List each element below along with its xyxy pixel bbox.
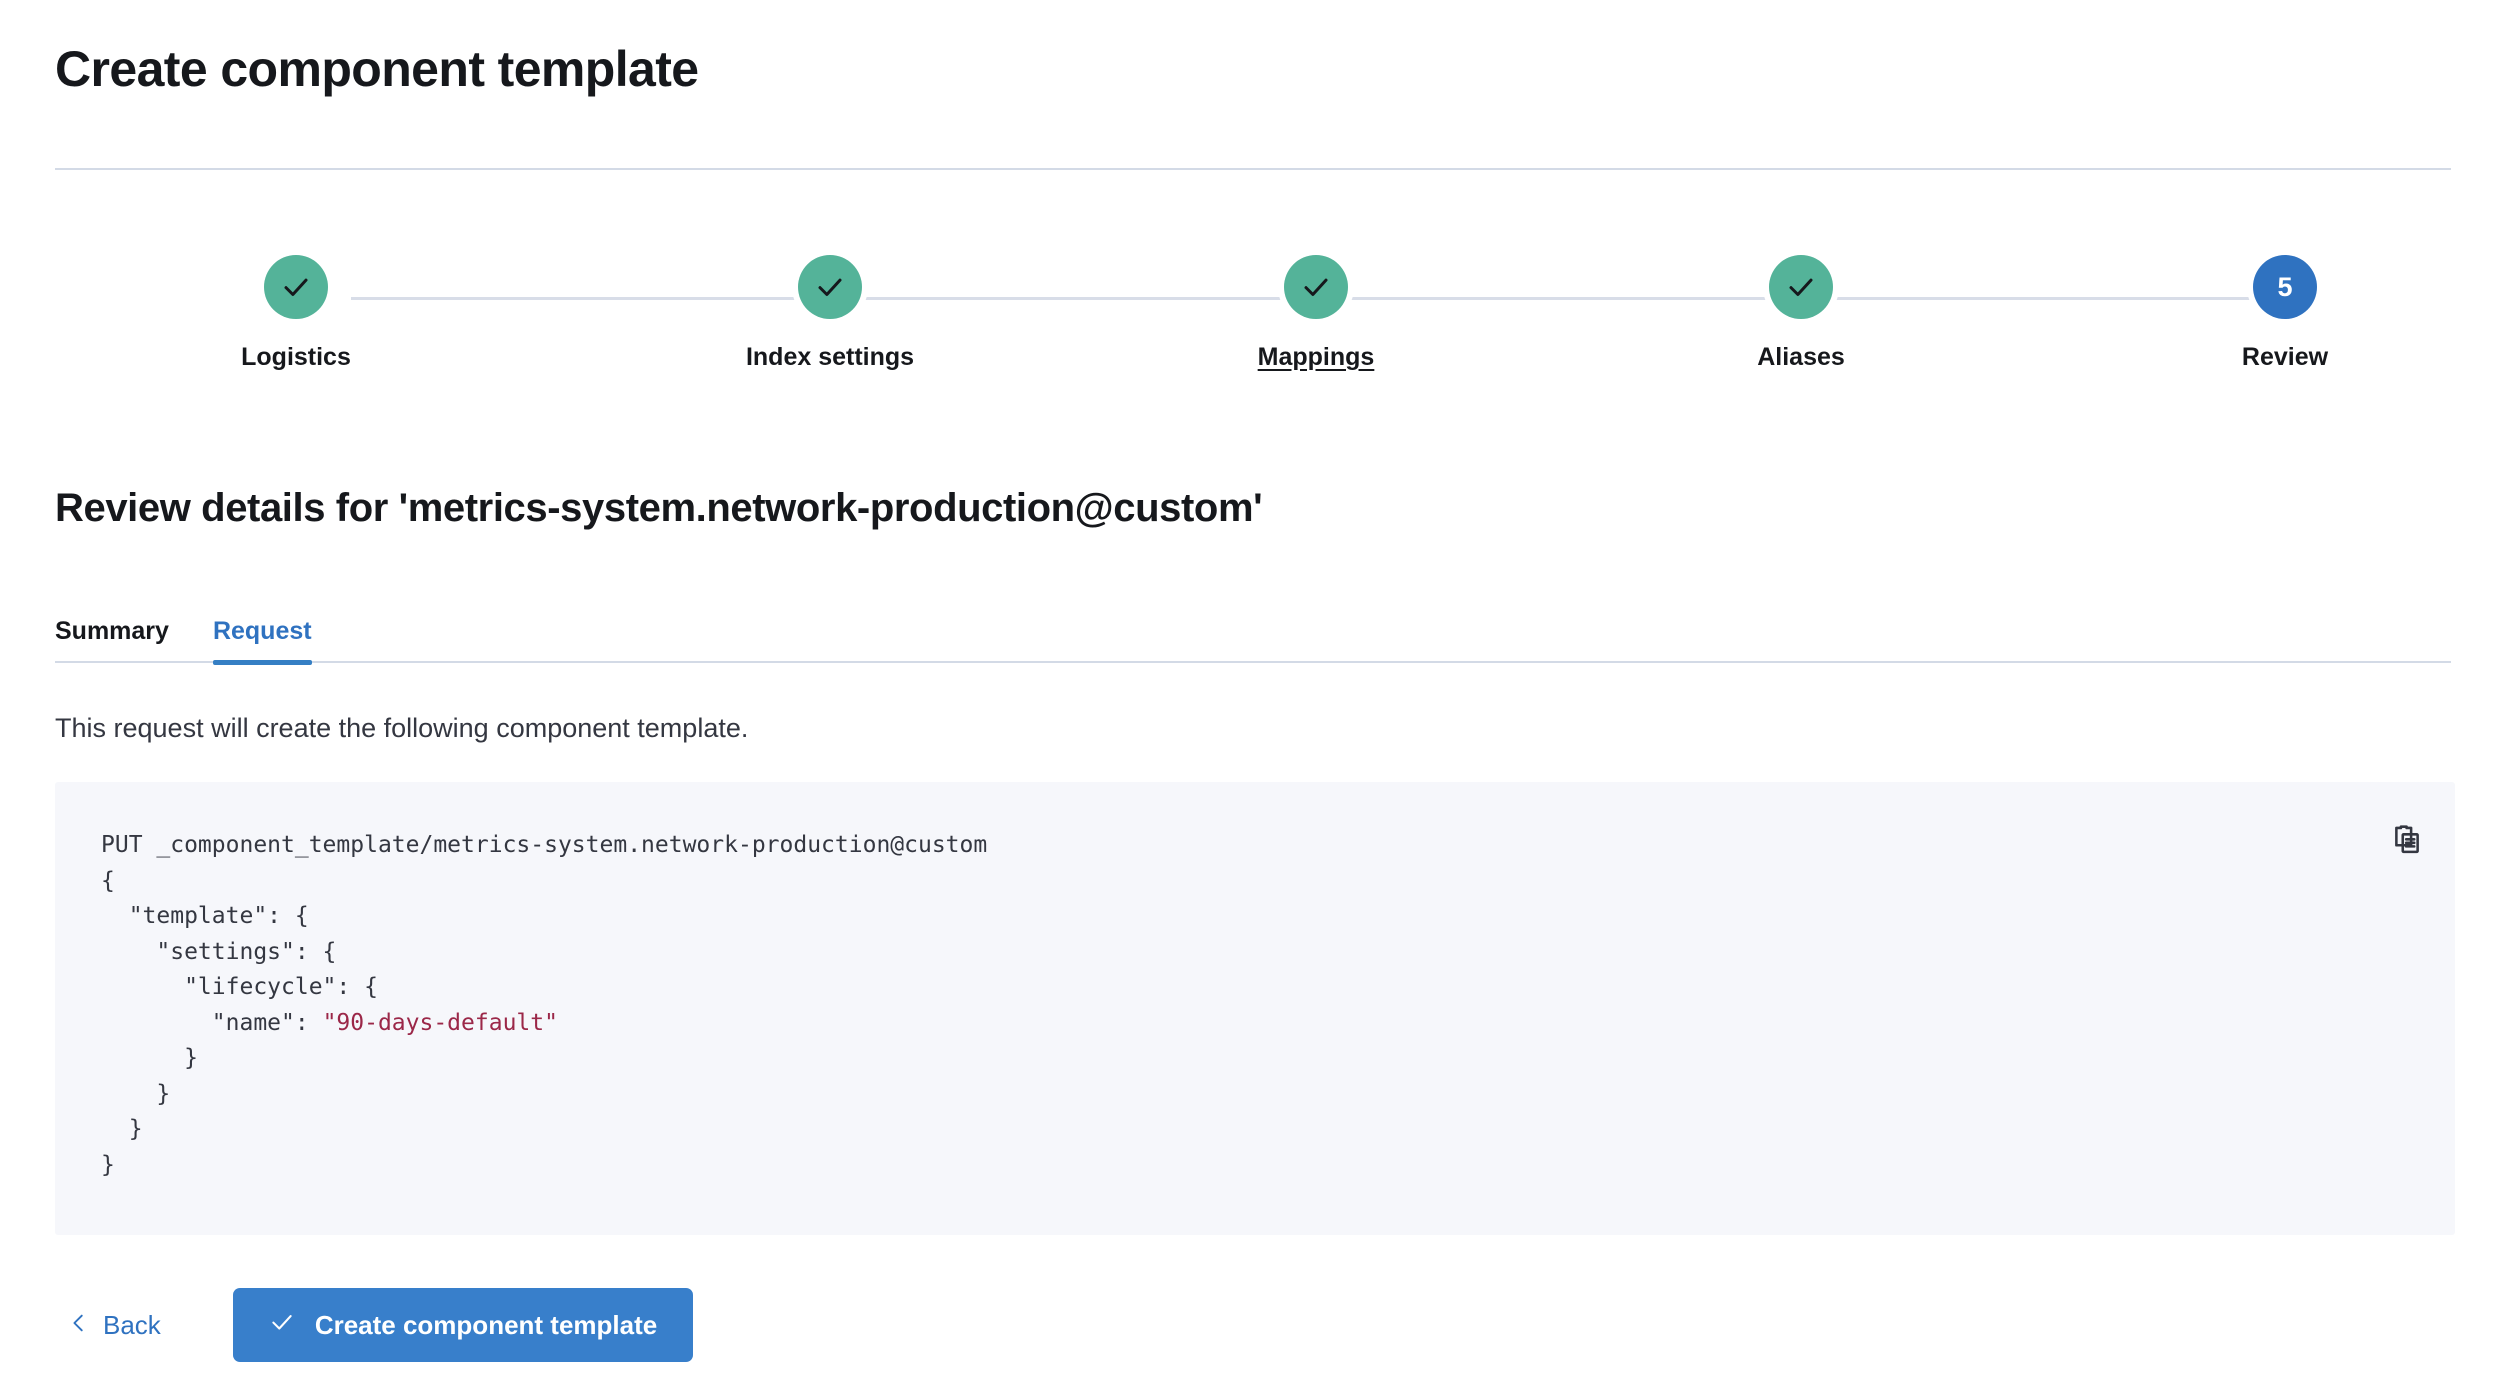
step-logistics-circle	[264, 255, 328, 319]
step-index-settings-circle	[798, 255, 862, 319]
check-icon	[1786, 272, 1816, 302]
step-aliases-label: Aliases	[1757, 343, 1845, 371]
page-title: Create component template	[55, 41, 699, 97]
check-icon	[281, 272, 311, 302]
code-line-3: "settings": {	[101, 938, 337, 965]
code-line-5-string: "90-days-default"	[322, 1009, 558, 1036]
request-code-block: PUT _component_template/metrics-system.n…	[55, 782, 2455, 1235]
check-icon	[815, 272, 845, 302]
code-line-2: "template": {	[101, 903, 309, 929]
code-line-9: }	[101, 1151, 115, 1178]
create-component-template-button[interactable]: Create component template	[232, 1288, 694, 1362]
step-mappings-circle	[1284, 255, 1348, 319]
code-line-4: "lifecycle": {	[101, 974, 378, 1000]
chevron-left-icon	[68, 1310, 90, 1341]
code-line-1: {	[101, 867, 115, 894]
step-logistics-label: Logistics	[241, 343, 351, 371]
step-mappings[interactable]: Mappings	[1146, 255, 1486, 372]
code-line-6: }	[101, 1045, 198, 1071]
step-index-settings[interactable]: Index settings	[660, 255, 1000, 372]
step-review-circle: 5	[2253, 255, 2317, 319]
check-icon	[1301, 272, 1331, 302]
step-index-settings-label: Index settings	[745, 343, 915, 371]
code-line-0: PUT _component_template/metrics-system.n…	[101, 832, 988, 858]
header-divider	[55, 168, 2451, 170]
copy-clipboard-icon[interactable]	[2381, 814, 2433, 866]
tab-request[interactable]: Request	[212, 592, 312, 665]
code-line-5: "name":	[101, 1009, 323, 1036]
step-number: 5	[2277, 271, 2293, 302]
review-heading: Review details for 'metrics-system.netwo…	[55, 486, 1263, 530]
step-review[interactable]: 5 Review	[2115, 255, 2455, 372]
create-component-template-label: Create component template	[314, 1309, 658, 1340]
code-line-8: }	[101, 1116, 143, 1142]
request-code-text: PUT _component_template/metrics-system.n…	[101, 828, 987, 1183]
step-review-label: Review	[2241, 343, 2329, 371]
tab-summary[interactable]: Summary	[55, 592, 169, 663]
step-mappings-label: Mappings	[1257, 343, 1375, 371]
step-aliases[interactable]: Aliases	[1631, 255, 1971, 372]
footer-actions: Back Create component template	[55, 1288, 694, 1362]
code-line-7: }	[101, 1080, 171, 1107]
request-description: This request will create the following c…	[55, 713, 749, 743]
check-icon	[269, 1309, 295, 1342]
back-button-label: Back	[103, 1309, 161, 1340]
review-tabs: Summary Request	[55, 592, 2451, 665]
step-aliases-circle	[1769, 255, 1833, 319]
wizard-stepper: Logistics Index settings Mappings	[55, 255, 2451, 395]
step-logistics[interactable]: Logistics	[126, 255, 466, 372]
back-button[interactable]: Back	[55, 1288, 178, 1362]
